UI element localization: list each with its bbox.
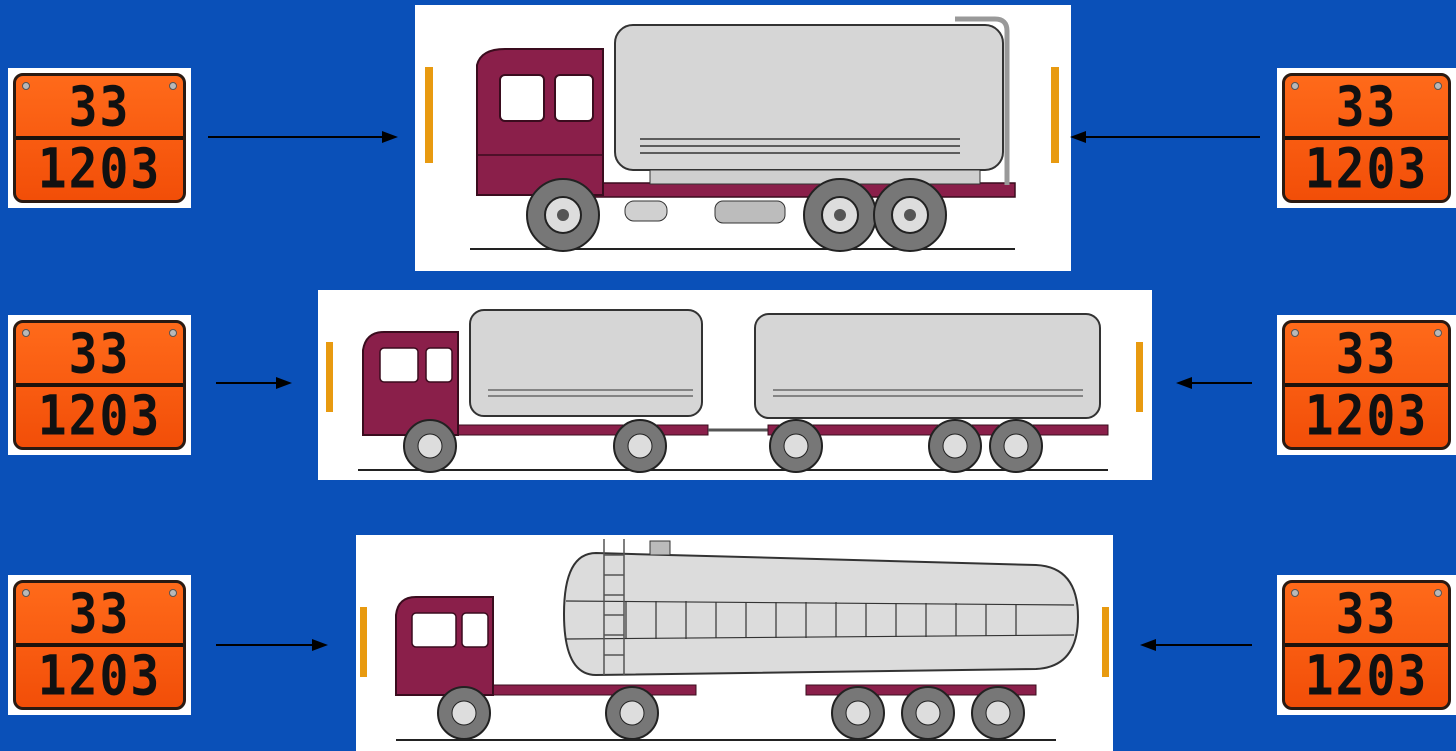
wheel — [874, 179, 946, 251]
wheel — [614, 420, 666, 472]
un-number: 1203 — [16, 640, 183, 710]
tractor-semitrailer-tanker-illustration — [356, 535, 1113, 751]
wheel — [606, 687, 658, 739]
hazard-number: 33 — [16, 320, 183, 390]
placard-row2-right: 33 1203 — [1277, 315, 1456, 455]
hazard-number: 33 — [1285, 580, 1448, 650]
wheel — [770, 420, 822, 472]
orange-marker-left — [326, 342, 333, 412]
arrow-left-icon — [1176, 374, 1252, 392]
wheel — [990, 420, 1042, 472]
orange-marker-right — [1102, 607, 1109, 677]
arrow-left-icon — [1070, 128, 1260, 146]
vehicle-panel-semitrailer-tanker — [356, 535, 1113, 751]
wheel — [929, 420, 981, 472]
wheel — [438, 687, 490, 739]
un-number: 1203 — [16, 380, 183, 450]
hazard-number: 33 — [16, 73, 183, 143]
placard-row1-left: 33 1203 — [8, 68, 191, 208]
arrow-right-icon — [216, 374, 292, 392]
placard-row1-right: 33 1203 — [1277, 68, 1456, 208]
orange-marker-left — [360, 607, 367, 677]
hazard-number: 33 — [1285, 320, 1448, 390]
orange-marker-right — [1051, 67, 1059, 163]
arrow-right-icon — [208, 128, 398, 146]
arrow-right-icon — [216, 636, 328, 654]
wheel — [527, 179, 599, 251]
wheel — [832, 687, 884, 739]
un-number: 1203 — [16, 133, 183, 203]
un-number: 1203 — [1285, 133, 1448, 203]
vehicle-panel-tanker-with-trailer — [318, 290, 1152, 480]
tanker-truck-with-trailer-illustration — [318, 290, 1152, 480]
vehicle-panel-rigid-tanker — [415, 5, 1071, 271]
orange-marker-right — [1136, 342, 1143, 412]
placard-row2-left: 33 1203 — [8, 315, 191, 455]
un-number: 1203 — [1285, 380, 1448, 450]
wheel — [902, 687, 954, 739]
un-number: 1203 — [1285, 640, 1448, 710]
wheel — [804, 179, 876, 251]
hazard-number: 33 — [1285, 73, 1448, 143]
orange-marker-left — [425, 67, 433, 163]
rigid-tanker-truck-illustration — [415, 5, 1071, 271]
hazard-number: 33 — [16, 580, 183, 650]
wheel — [404, 420, 456, 472]
arrow-left-icon — [1140, 636, 1252, 654]
placard-row3-right: 33 1203 — [1277, 575, 1456, 715]
wheel — [972, 687, 1024, 739]
placard-row3-left: 33 1203 — [8, 575, 191, 715]
